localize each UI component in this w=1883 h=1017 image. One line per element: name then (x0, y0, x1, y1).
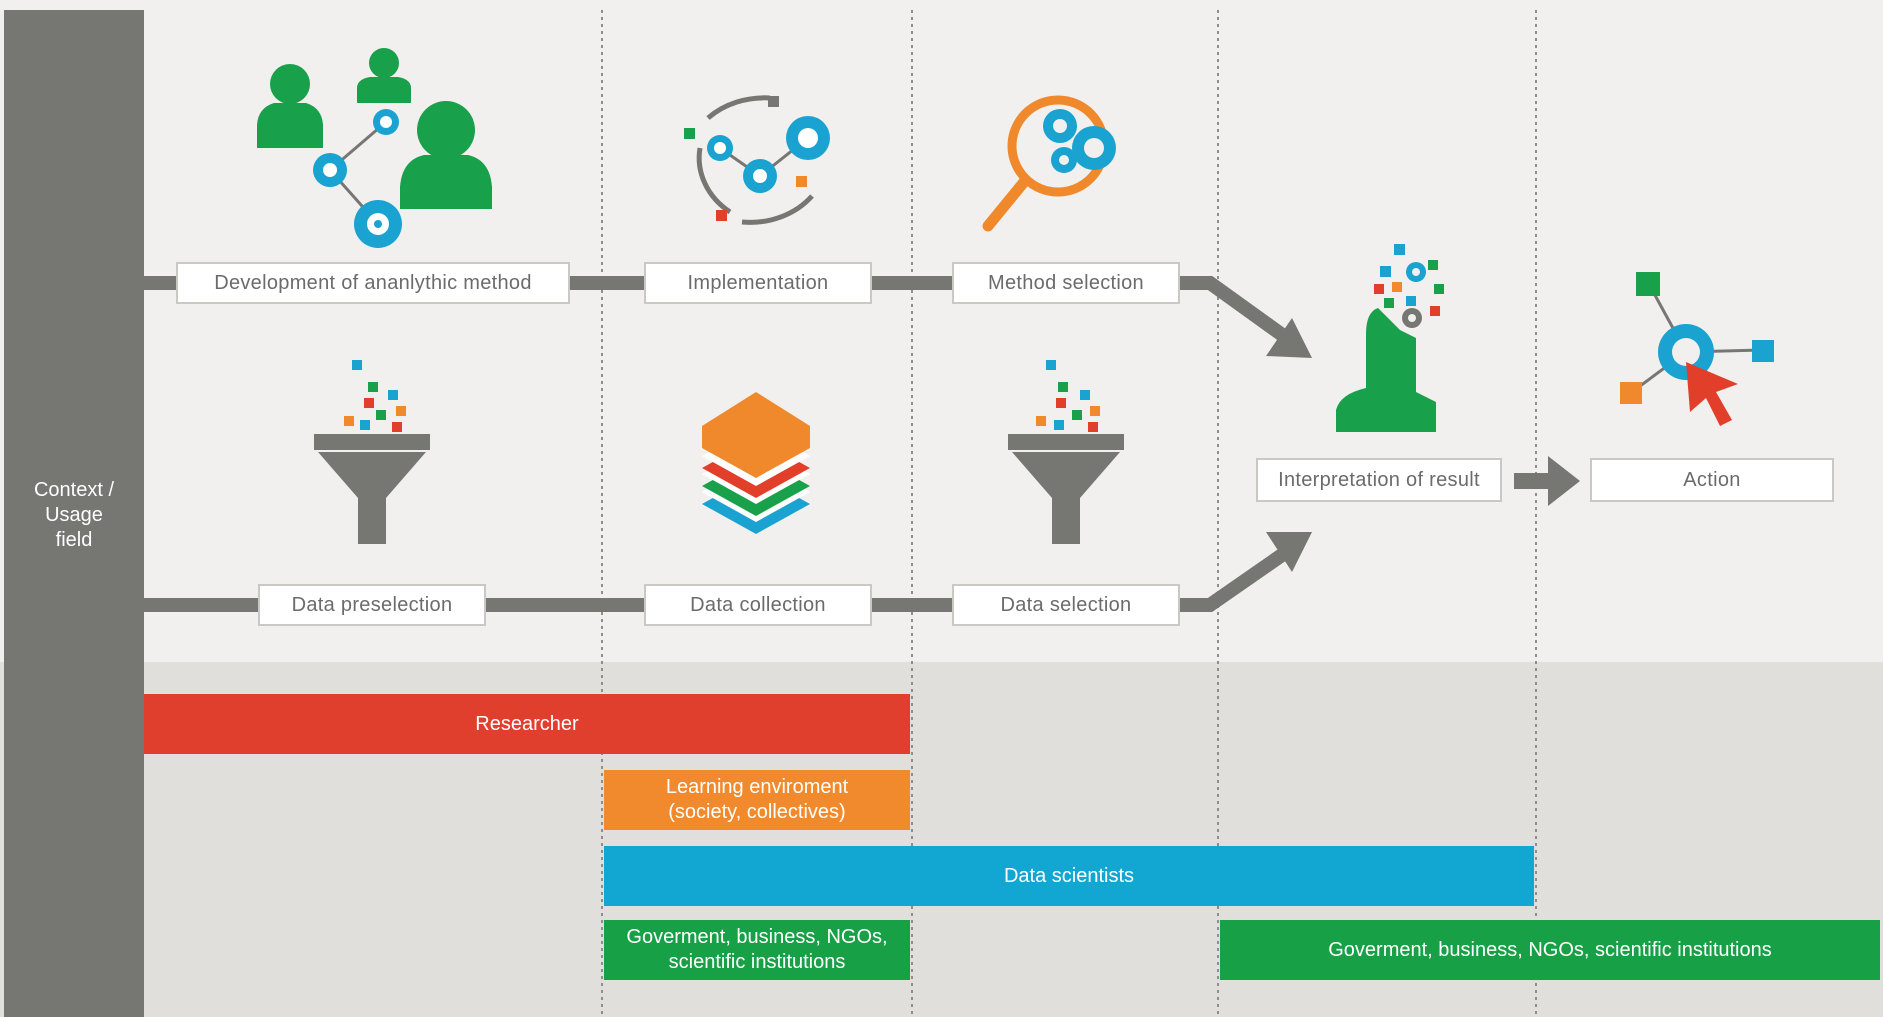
middle-connector (1514, 456, 1580, 506)
context-sidebar (4, 10, 144, 1017)
gear-cycle-icon (684, 95, 830, 225)
stage-data-selection: Data selection (952, 584, 1180, 626)
actor-bar-learning-environment: Learning enviroment (society, collective… (604, 770, 910, 830)
actor-learning-line1: Learning enviroment (665, 776, 849, 798)
context-usage-text: Context / Usage field (33, 479, 115, 551)
stage-data-collection: Data collection (644, 584, 872, 626)
actor-bar-government-left: Goverment, business, NGOs, scientific in… (604, 920, 910, 980)
context-usage-label: Context / Usage field (4, 478, 144, 553)
actor-gov-right-text: Goverment, business, NGOs, scientific in… (1328, 938, 1772, 961)
stage-interpretation: Interpretation of result (1256, 458, 1502, 502)
funnel-icon-left (314, 360, 430, 544)
top-arrow-head (1266, 318, 1312, 358)
actor-researcher-text: Researcher (475, 712, 579, 735)
actor-data-scientists-text: Data scientists (1003, 864, 1135, 887)
actor-bar-data-scientists: Data scientists (604, 846, 1534, 906)
stage-implementation: Implementation (644, 262, 872, 304)
actor-bar-government-right: Goverment, business, NGOs, scientific in… (1220, 920, 1880, 980)
funnel-icon-right (1008, 360, 1124, 544)
people-network-icon (257, 48, 492, 248)
actor-gov-left-line1: Goverment, business, NGOs, (626, 926, 888, 948)
stage-action: Action (1590, 458, 1834, 502)
head-gears-icon (1336, 244, 1444, 432)
data-layers-icon (702, 392, 810, 534)
stage-data-preselection: Data preselection (258, 584, 486, 626)
stage-development: Development of ananlythic method (176, 262, 570, 304)
stage-method-selection: Method selection (952, 262, 1180, 304)
actor-gov-left-line2: scientific institutions (668, 951, 846, 973)
actor-learning-line2: (society, collectives) (668, 801, 846, 823)
bottom-connector (144, 542, 1296, 612)
gear-cursor-icon (1620, 272, 1774, 426)
bottom-arrow-head (1266, 532, 1312, 572)
magnifier-gears-icon (982, 95, 1116, 232)
actor-bar-researcher: Researcher (144, 694, 910, 754)
